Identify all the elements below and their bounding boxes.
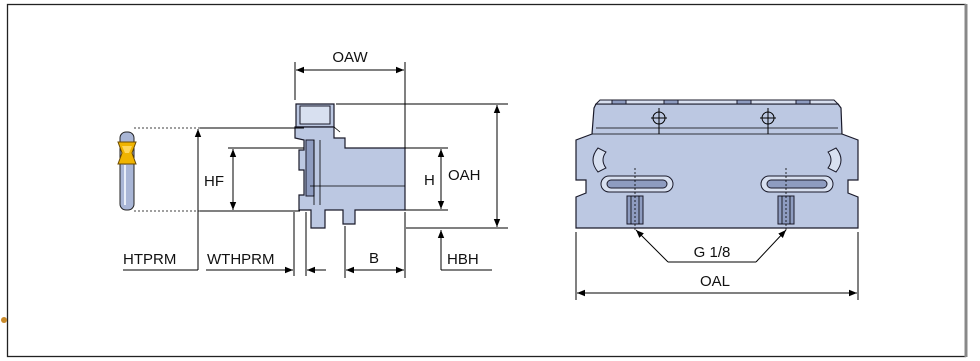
holder-front-view: [575, 99, 859, 232]
oal-label: OAL: [700, 273, 730, 290]
h-label: H: [424, 172, 435, 189]
oaw-label: OAW: [332, 49, 368, 66]
thread-symbol-icon: [651, 108, 776, 134]
holder-side-view: [294, 103, 406, 229]
g18-leader-left: [635, 229, 669, 263]
oah-label: OAH: [448, 167, 481, 184]
g18-label: G 1/8: [694, 244, 731, 261]
tool-blade: [117, 131, 137, 211]
hf-label: HF: [204, 173, 224, 190]
b-label: B: [369, 250, 379, 267]
g18-leader-right: [755, 229, 787, 263]
htprm-label: HTPRM: [123, 251, 176, 268]
corner-mark: [1, 317, 7, 323]
hbh-label: HBH: [447, 251, 479, 268]
wthprm-label: WTHPRM: [207, 251, 275, 268]
insert-icon: [117, 141, 137, 165]
